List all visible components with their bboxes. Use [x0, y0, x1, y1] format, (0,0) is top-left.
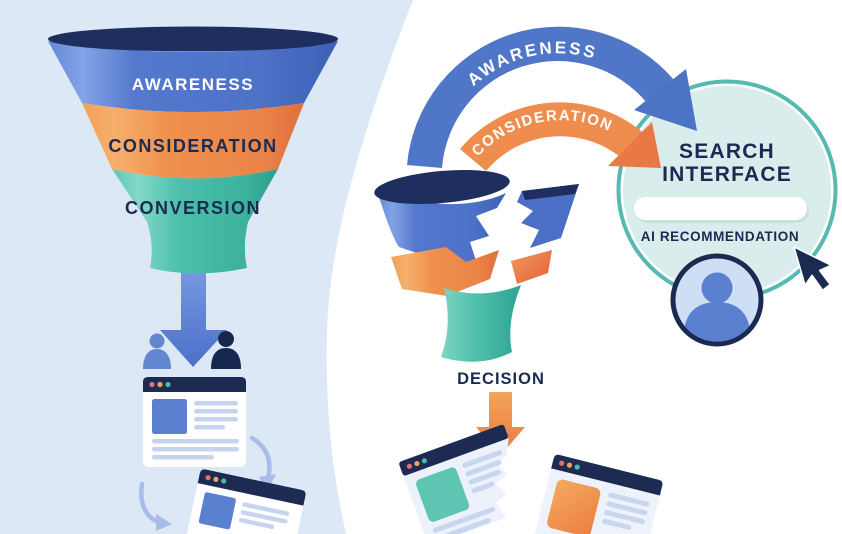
browser-window-tilted-right — [532, 454, 663, 534]
broken-piece-orange-left — [391, 247, 499, 296]
awareness-arrowhead-icon — [634, 69, 697, 131]
funnel-output-arrow-icon — [160, 258, 227, 367]
funnel-stage-awareness — [48, 41, 338, 112]
browser-titlebar — [143, 377, 246, 392]
arrowhead-icon — [156, 514, 172, 531]
browser-window — [143, 377, 246, 467]
funnel-label-consideration: CONSIDERATION — [108, 136, 277, 156]
funnel-label-awareness: AWARENESS — [132, 75, 254, 94]
user-icon — [143, 333, 171, 369]
broken-funnel-rim — [374, 169, 510, 205]
funnel-rim — [48, 26, 338, 52]
decision-label: DECISION — [457, 370, 545, 388]
search-interface-title-line2: INTERFACE — [662, 163, 792, 186]
window-dot-orange-icon — [157, 381, 163, 388]
search-bar — [634, 197, 807, 220]
ai-recommendation-label: AI RECOMMENDATION — [641, 229, 799, 244]
broken-piece-teal — [441, 285, 521, 362]
user-avatar — [670, 253, 764, 347]
content-image-placeholder — [152, 399, 187, 434]
window-dot-teal-icon — [165, 381, 171, 388]
curved-arrow-right-icon — [249, 435, 272, 481]
interface-circle — [623, 86, 831, 294]
search-interface-panel: SEARCH INTERFACE AI RECOMMENDATION — [616, 79, 838, 301]
funnel-label-conversion: CONVERSION — [125, 198, 261, 218]
cursor-icon — [793, 246, 832, 291]
content-image-teal — [416, 467, 470, 522]
avatar-person-icon — [684, 272, 750, 342]
flow-curved-arrows — [139, 435, 272, 525]
window-dot-red-icon — [149, 381, 155, 388]
search-interface-title-line1: SEARCH — [679, 140, 775, 163]
funnel-stage-conversion — [112, 169, 278, 274]
browser-window-tilted — [186, 469, 306, 534]
user-icon-dark — [211, 331, 241, 369]
funnel-stage-consideration — [82, 103, 304, 179]
broken-rim-fragment — [522, 184, 579, 200]
broken-funnel — [374, 169, 579, 362]
broken-piece-blue-left — [377, 191, 506, 264]
consideration-arrowhead-icon — [608, 122, 661, 168]
content-text-lines — [152, 401, 239, 460]
broken-piece-blue-right — [517, 184, 579, 248]
users-group — [143, 331, 241, 369]
broken-piece-orange-right — [511, 250, 552, 284]
curved-arrow-left-icon — [139, 481, 161, 525]
traditional-funnel: AWARENESS CONSIDERATION CONVERSION — [48, 26, 338, 367]
content-image-orange — [547, 479, 601, 534]
browser-window-torn — [399, 424, 509, 534]
